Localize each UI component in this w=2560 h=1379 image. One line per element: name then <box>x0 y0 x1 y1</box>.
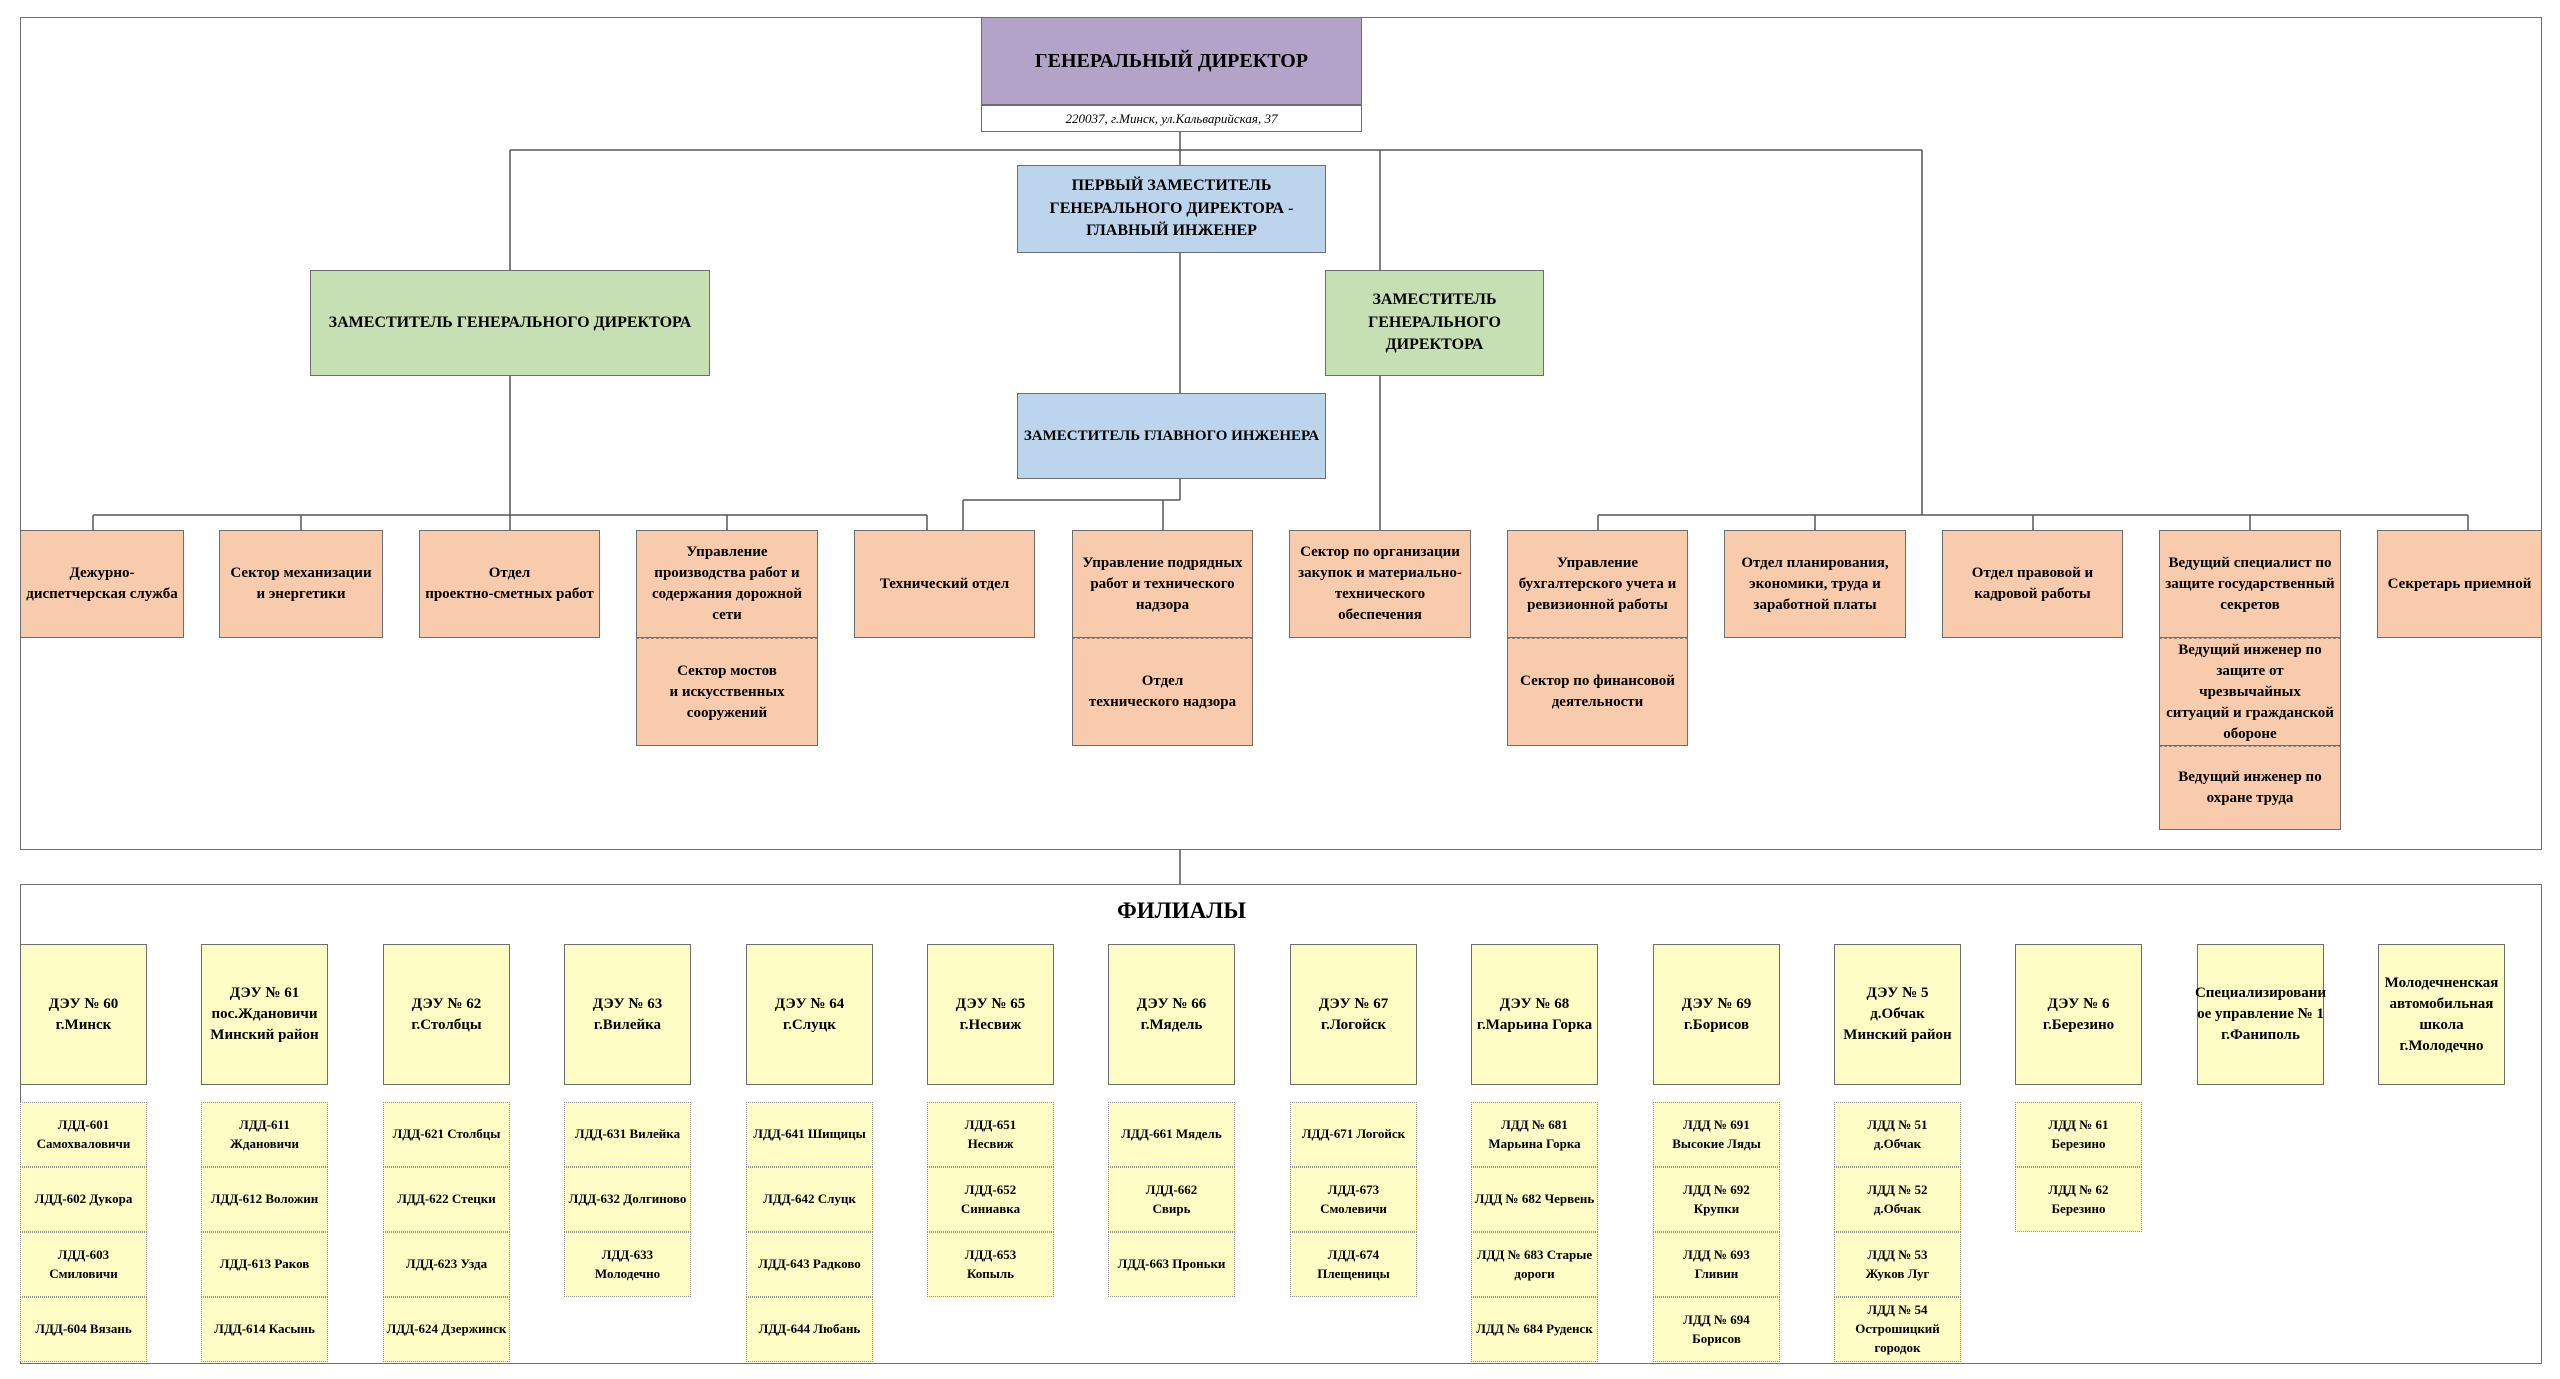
branch-subunit: ЛДД-601 Самохваловичи <box>20 1102 147 1167</box>
emergency-engineer-box: Ведущий инженер по защите от чрезвычайны… <box>2159 638 2341 746</box>
branch-header: ДЭУ № 62 г.Столбцы <box>383 944 510 1085</box>
branch-subunit: ЛДД-614 Касынь <box>201 1297 328 1362</box>
procurement-sector-box: Сектор по организации закупок и материал… <box>1289 530 1471 638</box>
branch-subunit: ЛДД № 684 Руденск <box>1471 1297 1598 1362</box>
legal-hr-department-box: Отдел правовой и кадровой работы <box>1942 530 2123 638</box>
branch-subunit: ЛДД-624 Дзержинск <box>383 1297 510 1362</box>
branch-subunit: ЛДД-643 Радково <box>746 1232 873 1297</box>
branch-subunit: ЛДД-602 Дукора <box>20 1167 147 1232</box>
branch-subunit: ЛДД-653 Копыль <box>927 1232 1054 1297</box>
branch-subunit: ЛДД-633 Молодечно <box>564 1232 691 1297</box>
branch-subunit: ЛДД-611 Ждановичи <box>201 1102 328 1167</box>
branch-subunit: ЛДД-671 Логойск <box>1290 1102 1417 1167</box>
branches-title: ФИЛИАЛЫ <box>1117 898 1247 923</box>
branch-header: ДЭУ № 63 г.Вилейка <box>564 944 691 1085</box>
contract-works-management-box: Управление подрядных работ и техническог… <box>1072 530 1253 638</box>
branch-subunit: ЛДД № 683 Старые дороги <box>1471 1232 1598 1297</box>
financial-sector-box: Сектор по финансовой деятельности <box>1507 638 1688 746</box>
branch-subunit: ЛДД № 681 Марьина Горка <box>1471 1102 1598 1167</box>
branch-subunit: ЛДД-612 Воложин <box>201 1167 328 1232</box>
branch-subunit: ЛДД-673 Смолевичи <box>1290 1167 1417 1232</box>
branch-subunit: ЛДД № 54 Острошицкий городок <box>1834 1297 1961 1362</box>
accounting-management-box: Управление бухгалтерского учета и ревизи… <box>1507 530 1688 638</box>
branch-subunit: ЛДД-661 Мядель <box>1108 1102 1235 1167</box>
branch-subunit: ЛДД № 691 Высокие Ляды <box>1653 1102 1780 1167</box>
labor-safety-engineer-box: Ведущий инженер по охране труда <box>2159 746 2341 830</box>
branch-header: ДЭУ № 60 г.Минск <box>20 944 147 1085</box>
branch-subunit: ЛДД № 52 д.Обчак <box>1834 1167 1961 1232</box>
branch-subunit: ЛДД-642 Слуцк <box>746 1167 873 1232</box>
mechanization-sector-box: Сектор механизации и энергетики <box>219 530 383 638</box>
branch-header: ДЭУ № 69 г.Борисов <box>1653 944 1780 1085</box>
branch-subunit: ЛДД-663 Проньки <box>1108 1232 1235 1297</box>
branch-subunit: ЛДД-623 Узда <box>383 1232 510 1297</box>
branch-header: ДЭУ № 6 г.Березино <box>2015 944 2142 1085</box>
branch-header: ДЭУ № 67 г.Логойск <box>1290 944 1417 1085</box>
deputy-director-right-box: ЗАМЕСТИТЕЛЬ ГЕНЕРАЛЬНОГО ДИРЕКТОРА <box>1325 270 1544 376</box>
branch-header: ДЭУ № 61 пос.Ждановичи Минский район <box>201 944 328 1085</box>
general-director-box: ГЕНЕРАЛЬНЫЙ ДИРЕКТОР <box>981 17 1362 105</box>
branch-subunit: ЛДД-603 Смиловичи <box>20 1232 147 1297</box>
branch-subunit: ЛДД № 51 д.Обчак <box>1834 1102 1961 1167</box>
branch-subunit: ЛДД-621 Столбцы <box>383 1102 510 1167</box>
branch-header: ДЭУ № 66 г.Мядель <box>1108 944 1235 1085</box>
branch-subunit: ЛДД № 61 Березино <box>2015 1102 2142 1167</box>
branch-subunit: ЛДД-662 Свирь <box>1108 1167 1235 1232</box>
branch-header: ДЭУ № 5 д.Обчак Минский район <box>1834 944 1961 1085</box>
technical-department-box: Технический отдел <box>854 530 1035 638</box>
branch-subunit: ЛДД-622 Стецки <box>383 1167 510 1232</box>
branch-subunit: ЛДД-644 Любань <box>746 1297 873 1362</box>
road-network-management-box: Управление производства работ и содержан… <box>636 530 818 638</box>
branch-subunit: ЛДД-604 Вязань <box>20 1297 147 1362</box>
branch-subunit: ЛДД № 62 Березино <box>2015 1167 2142 1232</box>
design-estimate-department-box: Отдел проектно-сметных работ <box>419 530 600 638</box>
reception-secretary-box: Секретарь приемной <box>2377 530 2542 638</box>
first-deputy-chief-engineer-box: ПЕРВЫЙ ЗАМЕСТИТЕЛЬ ГЕНЕРАЛЬНОГО ДИРЕКТОР… <box>1017 165 1326 253</box>
address-label: 220037, г.Минск, ул.Кальварийская, 37 <box>981 105 1362 132</box>
branch-subunit: ЛДД № 53 Жуков Луг <box>1834 1232 1961 1297</box>
branch-subunit: ЛДД-632 Долгиново <box>564 1167 691 1232</box>
deputy-chief-engineer-box: ЗАМЕСТИТЕЛЬ ГЛАВНОГО ИНЖЕНЕРА <box>1017 393 1326 479</box>
technical-supervision-department-box: Отдел технического надзора <box>1072 638 1253 746</box>
branch-subunit: ЛДД-613 Раков <box>201 1232 328 1297</box>
branch-header: Специализировани ое управление № 1 г.Фан… <box>2195 944 2326 1085</box>
state-secrets-specialist-box: Ведущий специалист по защите государстве… <box>2159 530 2341 638</box>
branch-header: ДЭУ № 68 г.Марьина Горка <box>1471 944 1598 1085</box>
branch-subunit: ЛДД № 694 Борисов <box>1653 1297 1780 1362</box>
branch-subunit: ЛДД-641 Шищицы <box>746 1102 873 1167</box>
branch-header: ДЭУ № 64 г.Слуцк <box>746 944 873 1085</box>
planning-economics-department-box: Отдел планирования, экономики, труда и з… <box>1724 530 1906 638</box>
branch-subunit: ЛДД № 693 Гливин <box>1653 1232 1780 1297</box>
dispatch-service-box: Дежурно- диспетчерская служба <box>20 530 184 638</box>
branch-subunit: ЛДД-651 Несвиж <box>927 1102 1054 1167</box>
bridges-sector-box: Сектор мостов и искусственных сооружений <box>636 638 818 746</box>
branch-subunit: ЛДД-674 Плещеницы <box>1290 1232 1417 1297</box>
branch-subunit: ЛДД-652 Синиавка <box>927 1167 1054 1232</box>
branch-subunit: ЛДД № 682 Червень <box>1471 1167 1598 1232</box>
branch-subunit: ЛДД-631 Вилейка <box>564 1102 691 1167</box>
branch-header: Молодечненская автомобильная школа г.Мол… <box>2378 944 2505 1085</box>
branch-header: ДЭУ № 65 г.Несвиж <box>927 944 1054 1085</box>
deputy-director-left-box: ЗАМЕСТИТЕЛЬ ГЕНЕРАЛЬНОГО ДИРЕКТОРА <box>310 270 710 376</box>
branch-subunit: ЛДД № 692 Крупки <box>1653 1167 1780 1232</box>
